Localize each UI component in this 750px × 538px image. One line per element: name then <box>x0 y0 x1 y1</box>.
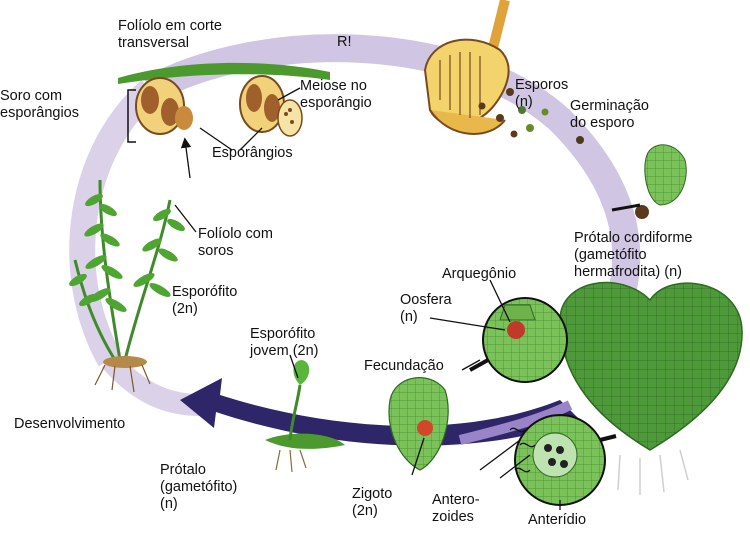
antheridium-icon <box>509 414 606 506</box>
arrow-germination <box>611 203 641 212</box>
prothallus-icon <box>559 281 743 495</box>
young-sporophyte-icon <box>265 360 345 473</box>
archegonium-icon <box>482 297 568 383</box>
label-fecundacao: Fecundação <box>364 358 444 374</box>
label-protalo: Prótalo (gametófito) (n) <box>160 462 238 512</box>
arrow-antheridium <box>599 434 617 442</box>
label-r: R! <box>337 34 352 50</box>
label-esporofito: Esporófito (2n) <box>172 284 238 317</box>
sorus-icon <box>135 75 303 137</box>
label-esporangios: Esporângios <box>212 145 293 161</box>
soro-bracket <box>127 89 136 143</box>
leader-lines <box>174 87 561 510</box>
label-arquegonio: Arquegônio <box>442 266 517 282</box>
arrow-to-fecundacao <box>469 358 489 372</box>
label-germinacao: Germinação do esporo <box>570 98 649 131</box>
zygote-icon <box>388 377 449 471</box>
label-meiose: Meiose no esporângio <box>300 78 372 111</box>
diploid-arrow <box>180 378 580 446</box>
label-desenvolvimento: Desenvolvimento <box>14 416 126 432</box>
label-foliolo-corte: Folíolo em corte transversal <box>118 18 222 51</box>
sporangium-open <box>423 0 510 135</box>
label-soro: Soro com esporângios <box>0 88 79 121</box>
fern-frond-icon <box>69 179 185 393</box>
label-protalo-cordiforme: Prótalo cordiforme (gametófito hermafrod… <box>574 230 693 280</box>
germinating-spore <box>635 144 687 219</box>
label-foliolo-soros: Folíolo com soros <box>198 226 273 259</box>
label-anterozoides: Antero- zoides <box>432 492 480 525</box>
label-zigoto: Zigoto (2n) <box>352 486 393 519</box>
spore-icon <box>478 88 584 144</box>
label-esporos: Esporos (n) <box>515 77 569 110</box>
label-anteridio: Anterídio <box>528 512 587 528</box>
label-esporofito-jovem: Esporófito jovem (2n) <box>250 326 319 359</box>
label-oosfera: Oosfera (n) <box>400 292 452 325</box>
leaflet-cross-section <box>118 62 330 84</box>
